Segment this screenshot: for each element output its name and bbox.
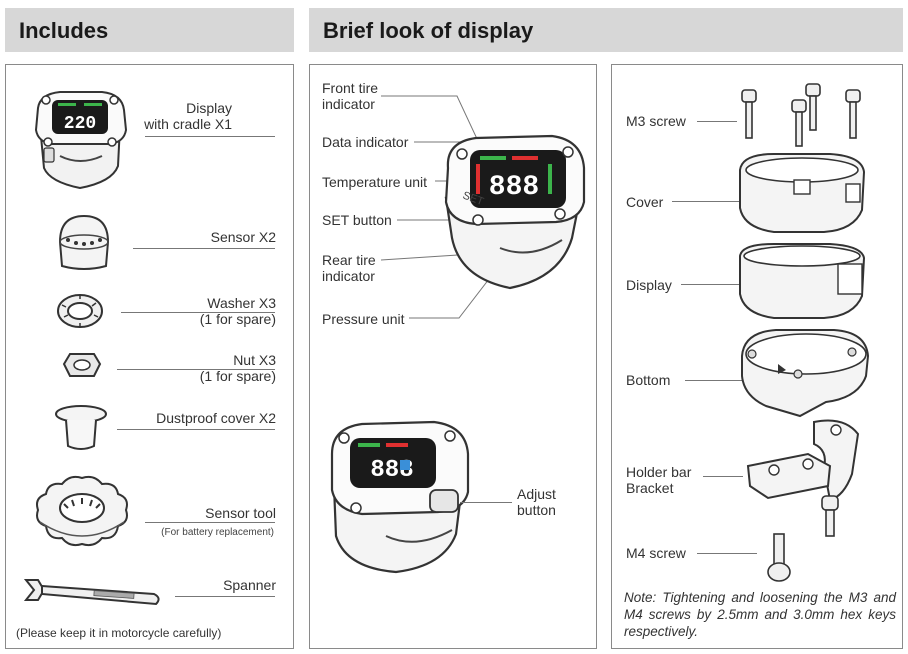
screw-note: Note: Tightening and loosening the M3 an… [624,590,896,639]
dustproof-cover-label: Dustproof cover X2 [156,410,276,426]
includes-title: Includes [19,18,109,43]
m4-screw-rule [697,553,757,554]
display-reading: 220 [64,114,96,134]
sensor-tool-illustration [36,475,128,547]
m4-screw-illustration [767,533,791,582]
rear-tire-label: Rear tire indicator [322,252,376,284]
sensor-label: Sensor X2 [210,229,276,245]
display-cradle-rule [145,136,275,137]
adjust-device-illustration: 888 [330,420,470,574]
pressure-unit-label: Pressure unit [322,311,405,327]
bottom-rule [685,380,749,381]
device-reading: 888 [489,172,539,203]
front-tire-label: Front tire indicator [322,80,379,112]
m3-screws-illustration [741,83,861,147]
bottom-label: Bottom [626,372,671,388]
data-indicator-label: Data indicator [322,134,409,150]
brief-look-title: Brief look of display [323,18,534,43]
sensor-rule [133,248,275,249]
brief-look-header: Brief look of display [309,8,903,52]
sensor-tool-rule [145,522,275,523]
cover-label: Cover [626,194,664,210]
nut-label: Nut X3 (1 for spare) [199,352,276,384]
adjust-button-rule [460,502,512,503]
display-part-rule [681,284,757,285]
spanner-illustration [23,579,160,606]
display-unit-illustration: 220 [34,91,128,190]
washer-label: Washer X3 (1 for spare) [199,295,276,327]
display-cradle-label: Display with cradle X1 [144,100,232,132]
spanner-label: Spanner [223,577,276,593]
holder-bracket-illustration [746,419,860,502]
keep-note: (Please keep it in motorcycle carefully) [16,626,222,640]
sensor-illustration [58,214,110,270]
display-part-label: Display [626,277,672,293]
spanner-rule [175,596,275,597]
nut-illustration [62,353,102,377]
temperature-unit-label: Temperature unit [322,174,428,190]
m4-screw-right-illustration [821,495,839,537]
cover-rule [672,201,756,202]
dustproof-cover-rule [117,429,275,430]
sensor-tool-label: Sensor tool [205,505,276,521]
holder-bracket-rule [703,476,743,477]
cover-illustration [739,153,866,233]
m4-screw-label: M4 screw [626,545,686,561]
dustproof-cover-illustration [55,405,107,450]
includes-header: Includes [5,8,294,52]
display-device-illustration: 888 SET [444,134,586,290]
washer-rule [121,312,275,313]
nut-rule [117,369,275,370]
holder-bracket-label: Holder bar Bracket [626,464,692,496]
bottom-illustration [741,329,870,418]
display-part-illustration [739,243,866,319]
sensor-tool-sub-label: (For battery replacement) [161,527,274,538]
m3-screw-rule [697,121,737,122]
adjust-button-label: Adjust button [517,486,556,518]
m3-screw-label: M3 screw [626,113,686,129]
set-button-label: SET button [322,212,392,228]
washer-illustration [57,294,103,328]
